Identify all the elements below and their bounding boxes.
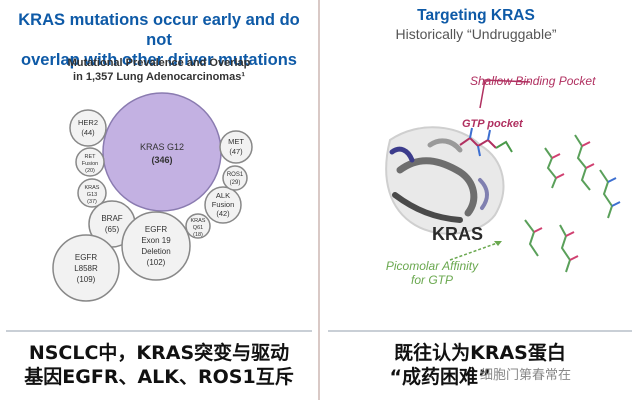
left-title: KRAS mutations occur early and do not ov… xyxy=(6,10,312,70)
circle-count: (37) xyxy=(87,199,97,205)
panel-divider xyxy=(318,0,320,400)
circle-label-2: Fusion xyxy=(212,200,235,209)
circle-label-3: Deletion xyxy=(141,247,170,256)
circle-alk-fusion: ALK Fusion (42) xyxy=(204,186,242,224)
right-caption: 既往认为KRAS蛋白 “成药困难” xyxy=(320,341,640,389)
label-kras: KRAS xyxy=(432,224,484,244)
pocket-leader-line xyxy=(479,79,531,109)
circle-count: (47) xyxy=(229,147,243,156)
circle-label-2: Q61 xyxy=(193,225,203,231)
circle-label: HER2 xyxy=(78,118,98,127)
circle-label: EGFR xyxy=(145,225,167,234)
circle-count: (18) xyxy=(193,232,203,238)
left-title-line1: KRAS mutations occur early and do not xyxy=(18,11,300,49)
right-title: Targeting KRAS xyxy=(417,7,535,24)
circle-label: ALK xyxy=(216,191,230,200)
gtp-ligand xyxy=(459,127,513,157)
circle-count: (346) xyxy=(151,155,172,165)
label-affinity-line1: Picomolar Affinity xyxy=(385,259,479,273)
left-title-line2: overlap with other driver mutations xyxy=(21,51,297,69)
circle-label-2: L858R xyxy=(74,264,98,273)
left-caption: NSCLC中，KRAS突变与驱动 基因EGFR、ALK、ROS1互斥 xyxy=(0,341,318,389)
circle-label: RET xyxy=(85,154,97,160)
circle-count: (102) xyxy=(147,258,166,267)
left-subtitle-line1: Mutational Prevalence and Overlap xyxy=(67,57,251,69)
circle-label: MET xyxy=(228,137,244,146)
circle-egfr-exon19: EGFR Exon 19 Deletion (102) xyxy=(121,211,191,281)
circle-label: KRAS xyxy=(191,218,206,224)
kras-structure-illustration xyxy=(385,79,621,273)
circle-met: MET (47) xyxy=(219,130,253,164)
circle-label: EGFR xyxy=(75,253,97,262)
left-caption-line2: 基因EGFR、ALK、ROS1互斥 xyxy=(24,366,294,388)
right-caption-rule xyxy=(328,330,632,332)
circle-count: (42) xyxy=(216,209,230,218)
watermark: 细胞门第春常在 xyxy=(480,368,572,383)
left-subtitle: Mutational Prevalence and Overlap in 1,3… xyxy=(6,56,312,84)
left-caption-rule xyxy=(6,330,312,332)
right-subtitle: Historically “Undruggable” xyxy=(395,26,557,42)
circle-kras-g12: KRAS G12 (346) xyxy=(102,92,222,212)
circle-label-2: Fusion xyxy=(82,161,99,167)
left-caption-line1: NSCLC中，KRAS突变与驱动 xyxy=(28,342,290,364)
molecule-chains xyxy=(524,134,621,273)
label-shallow-binding-pocket: Shallow Binding Pocket xyxy=(470,74,596,88)
right-caption-line1: 既往认为KRAS蛋白 xyxy=(394,342,566,364)
circle-label-2: G13 xyxy=(87,192,97,198)
label-gtp-pocket: GTP pocket xyxy=(462,118,523,130)
circle-egfr-l858r: EGFR L858R (109) xyxy=(52,234,120,302)
circle-kras-g13: KRAS G13 (37) xyxy=(77,178,107,208)
circle-count: (20) xyxy=(85,168,95,174)
circle-label: KRAS G12 xyxy=(140,142,184,152)
affinity-arrow xyxy=(449,241,501,261)
circle-count: (109) xyxy=(77,275,96,284)
circle-her2: HER2 (44) xyxy=(69,109,107,147)
left-subtitle-line2: in 1,357 Lung Adenocarcinomas¹ xyxy=(73,71,245,83)
kras-protein-ribbon xyxy=(385,126,505,235)
circle-label: BRAF xyxy=(101,214,122,223)
circle-ret-fusion: RET Fusion (20) xyxy=(75,147,105,177)
affinity-arrow-head xyxy=(494,241,502,246)
label-affinity-line2: for GTP xyxy=(410,273,453,287)
circle-label: ROS1 xyxy=(227,172,244,178)
circle-count: (44) xyxy=(81,128,95,137)
circle-kras-q61: KRAS Q61 (18) xyxy=(185,213,211,239)
right-caption-line2: “成药困难” xyxy=(389,366,491,388)
circle-count: (29) xyxy=(230,180,241,186)
circle-label: KRAS xyxy=(85,185,100,191)
circle-label-2: Exon 19 xyxy=(141,236,171,245)
label-affinity: Picomolar Affinity for GTP xyxy=(384,259,480,287)
mutation-overlap-diagram: KRAS G12 (346) HER2 (44) RET Fusion (20)… xyxy=(52,92,253,302)
circle-ros1: ROS1 (29) xyxy=(222,165,248,191)
circle-count: (65) xyxy=(105,225,120,234)
